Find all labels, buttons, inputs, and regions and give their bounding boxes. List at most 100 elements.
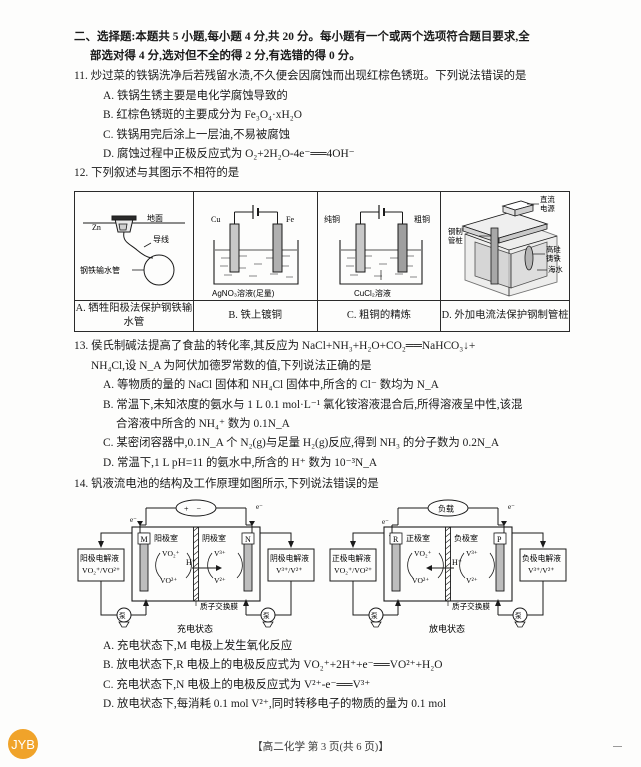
figure-cell-d: 直流 电源 钢制 管桩 高硅 铸铁 海水 xyxy=(440,191,570,301)
copper-refining-cell-diagram: 纯铜 粗铜 CuCl₂溶液 xyxy=(324,205,430,298)
label-left-tank-title: 正极电解液 xyxy=(332,553,371,563)
question-11-option-a[interactable]: A. 铁锅生锈主要是电化学腐蚀导致的 xyxy=(74,87,570,106)
label-anode: 高硅 xyxy=(546,245,561,254)
label-dc-source: + − xyxy=(184,504,202,513)
question-13-option-a[interactable]: A. 等物质的量的 NaCl 固体和 NH₄Cl 固体中,所含的 Cl⁻ 数均为… xyxy=(74,376,570,395)
option-key: B. xyxy=(103,398,114,411)
question-14-stem-text: 钒液流电池的结构及工作原理如图所示,下列说法错误的是 xyxy=(91,478,379,491)
label-pile2: 管桩 xyxy=(448,236,463,245)
figure-caption-b: B. 铁上镀铜 xyxy=(192,300,318,332)
discharge-state-diagram: 负载 e⁻ e⁻ xyxy=(329,499,567,634)
figure-caption-d: D. 外加电流法保护钢制管桩 xyxy=(440,300,570,332)
question-13-option-b[interactable]: B. 常温下,未知浓度的氨水与 1 L 0.1 mol·L⁻¹ 氯化铵溶液混合后… xyxy=(74,396,570,435)
option-key: B. xyxy=(103,109,114,122)
question-12-stem: 12. 下列叙述与其图示不相符的是 xyxy=(74,164,570,184)
option-text: 铁锅生锈主要是电化学腐蚀导致的 xyxy=(116,89,288,102)
label-ground: 地面 xyxy=(147,213,163,223)
label-pipe: 钢铁输水管 xyxy=(80,265,120,275)
label-right-tank-formula: V³⁺/V²⁺ xyxy=(528,566,554,575)
label-solution: AgNO₃溶液(足量) xyxy=(212,288,275,298)
question-11-option-c[interactable]: C. 铁锅用完后涂上一层油,不易被腐蚀 xyxy=(74,126,570,145)
question-14-option-c[interactable]: C. 充电状态下,N 电极上的电极反应式为 V²⁺-e⁻══V³⁺ xyxy=(74,676,570,695)
label-species-v3: V³⁺ xyxy=(466,549,478,558)
label-proton: H⁺ xyxy=(452,558,462,567)
option-key: D. xyxy=(103,456,115,469)
label-positive-chamber: 正极室 xyxy=(406,533,430,543)
page-content: 二、选择题:本题共 5 小题,每小题 4 分,共 20 分。每小题有一个或两个选… xyxy=(74,28,570,714)
option-text: 充电状态下,M 电极上发生氧化反应 xyxy=(116,639,293,652)
option-key: A. xyxy=(103,89,115,102)
question-14-option-b[interactable]: B. 放电状态下,R 电极上的电极反应式为 VO₂⁺+2H⁺+e⁻══VO²⁺+… xyxy=(74,656,570,675)
figure-cell-c: 纯铜 粗铜 CuCl₂溶液 xyxy=(316,191,442,301)
question-14-option-a[interactable]: A. 充电状态下,M 电极上发生氧化反应 xyxy=(74,637,570,656)
option-key: A. xyxy=(103,639,115,652)
question-12-stem-text: 下列叙述与其图示不相符的是 xyxy=(91,167,240,180)
label-electron-right: e⁻ xyxy=(508,503,515,511)
section-heading: 二、选择题:本题共 5 小题,每小题 4 分,共 20 分。每小题有一个或两个选… xyxy=(74,28,570,65)
label-charge-state: 充电状态 xyxy=(177,623,213,634)
label-left-tank-formula: VO₂⁺/VO²⁺ xyxy=(82,566,120,575)
question-11-option-d[interactable]: D. 腐蚀过程中正极反应式为 O₂+2H₂O-4e⁻══4OH⁻ xyxy=(74,145,570,164)
option-key: C. xyxy=(103,437,114,450)
label-cathode-chamber: 阴极室 xyxy=(202,533,226,543)
label-zn: Zn xyxy=(92,223,101,232)
section-heading-line2: 部选对得 4 分,选对但不全的得 2 分,有选错的得 0 分。 xyxy=(90,49,361,62)
label-electron-left: e⁻ xyxy=(130,516,137,524)
option-text-cont: 合溶液中所含的 NH₄⁺ 数为 0.1N_A xyxy=(116,418,290,430)
label-species-vo: VO²⁺ xyxy=(160,576,177,585)
question-13: 13. 侯氏制碱法提高了食盐的转化率,其反应为 NaCl+NH₃+H₂O+CO₂… xyxy=(74,337,570,473)
label-species-v2: V²⁺ xyxy=(466,576,478,585)
option-text: 放电状态下,R 电极上的电极反应式为 VO₂⁺+2H⁺+e⁻══VO²⁺+H₂O xyxy=(116,659,443,672)
question-14-stem: 14. 钒液流电池的结构及工作原理如图所示,下列说法错误的是 xyxy=(74,475,570,495)
section-heading-line1: 二、选择题:本题共 5 小题,每小题 4 分,共 20 分。每小题有一个或两个选… xyxy=(74,31,530,43)
question-12-figure-table: Zn 地面 导线 钢铁输水管 xyxy=(74,191,570,332)
label-discharge-state: 放电状态 xyxy=(429,623,465,634)
label-electrode-p: P xyxy=(497,535,502,544)
label-electron-left: e⁻ xyxy=(382,518,389,526)
label-pump-left: 泵 xyxy=(371,612,378,620)
option-key: C. xyxy=(103,678,114,691)
label-water: 海水 xyxy=(548,265,563,274)
option-text: 腐蚀过程中正极反应式为 O₂+2H₂O-4e⁻══4OH⁻ xyxy=(116,148,355,160)
label-electrode-left: 纯铜 xyxy=(324,214,340,224)
option-text: 常温下,1 L pH=11 的氨水中,所含的 H⁺ 数为 10⁻³N_A xyxy=(116,456,378,469)
question-11: 11. 炒过菜的铁锅洗净后若残留水渍,不久便会因腐蚀而出现红棕色锈斑。下列说法错… xyxy=(74,67,570,164)
figure-cell-b: Cu Fe AgNO₃溶液(足量) xyxy=(192,191,318,301)
label-species-vo2: VO₂⁺ xyxy=(414,549,432,558)
label-pump-right: 泵 xyxy=(263,612,270,620)
question-14: 14. 钒液流电池的结构及工作原理如图所示,下列说法错误的是 xyxy=(74,475,570,495)
question-14-figures: + − e⁻ e⁻ xyxy=(74,499,570,635)
question-13-stem-line1: 13. 侯氏制碱法提高了食盐的转化率,其反应为 NaCl+NH₃+H₂O+CO₂… xyxy=(74,337,570,357)
option-text: 充电状态下,N 电极上的电极反应式为 V²⁺-e⁻══V³⁺ xyxy=(116,678,371,691)
label-pump-right: 泵 xyxy=(515,612,522,620)
figure-caption-c: C. 粗铜的精炼 xyxy=(316,300,442,332)
question-11-option-b[interactable]: B. 红棕色锈斑的主要成分为 Fe₃O₄·xH₂O xyxy=(74,106,570,125)
copper-plating-cell-diagram: Cu Fe AgNO₃溶液(足量) xyxy=(211,205,299,298)
label-power: 直流 xyxy=(540,195,555,204)
svg-text:JYB: JYB xyxy=(11,737,35,752)
label-pump-left: 泵 xyxy=(119,612,126,620)
label-anode-chamber: 阳极室 xyxy=(154,533,178,543)
label-electron-right: e⁻ xyxy=(256,503,263,511)
label-left-tank-title: 阳极电解液 xyxy=(80,553,119,563)
label-proton: H⁺ xyxy=(186,558,196,567)
label-right-tank-formula: V³⁺/V²⁺ xyxy=(276,566,302,575)
question-14-options: A. 充电状态下,M 电极上发生氧化反应 B. 放电状态下,R 电极上的电极反应… xyxy=(74,637,570,715)
footer-dash xyxy=(613,746,622,747)
figure-cell-a: Zn 地面 导线 钢铁输水管 xyxy=(74,191,194,301)
label-right-tank-title: 阴极电解液 xyxy=(270,553,309,563)
option-text: 等物质的量的 NaCl 固体和 NH₄Cl 固体中,所含的 Cl⁻ 数均为 N_… xyxy=(116,379,439,392)
option-text: 某密闭容器中,0.1N_A 个 N₂(g)与足量 H₂(g)反应,得到 NH₃ … xyxy=(116,437,500,450)
question-13-stem-text1: 侯氏制碱法提高了食盐的转化率,其反应为 NaCl+NH₃+H₂O+CO₂══Na… xyxy=(91,340,476,352)
label-electrode-r: R xyxy=(393,535,399,544)
question-12-number: 12. xyxy=(74,167,89,180)
question-12: 12. 下列叙述与其图示不相符的是 xyxy=(74,164,570,184)
question-13-option-c[interactable]: C. 某密闭容器中,0.1N_A 个 N₂(g)与足量 H₂(g)反应,得到 N… xyxy=(74,434,570,453)
option-text: 放电状态下,每消耗 0.1 mol V²⁺,同时转移电子的物质的量为 0.1 m… xyxy=(116,698,447,711)
option-key: B. xyxy=(103,659,114,672)
question-13-option-d[interactable]: D. 常温下,1 L pH=11 的氨水中,所含的 H⁺ 数为 10⁻³N_A xyxy=(74,454,570,473)
question-14-option-d[interactable]: D. 放电状态下,每消耗 0.1 mol V²⁺,同时转移电子的物质的量为 0.… xyxy=(74,695,570,714)
figure-caption-a: A. 牺牲阳极法保护钢铁输水管 xyxy=(74,300,194,332)
charge-state-diagram: + − e⁻ e⁻ xyxy=(77,499,315,634)
